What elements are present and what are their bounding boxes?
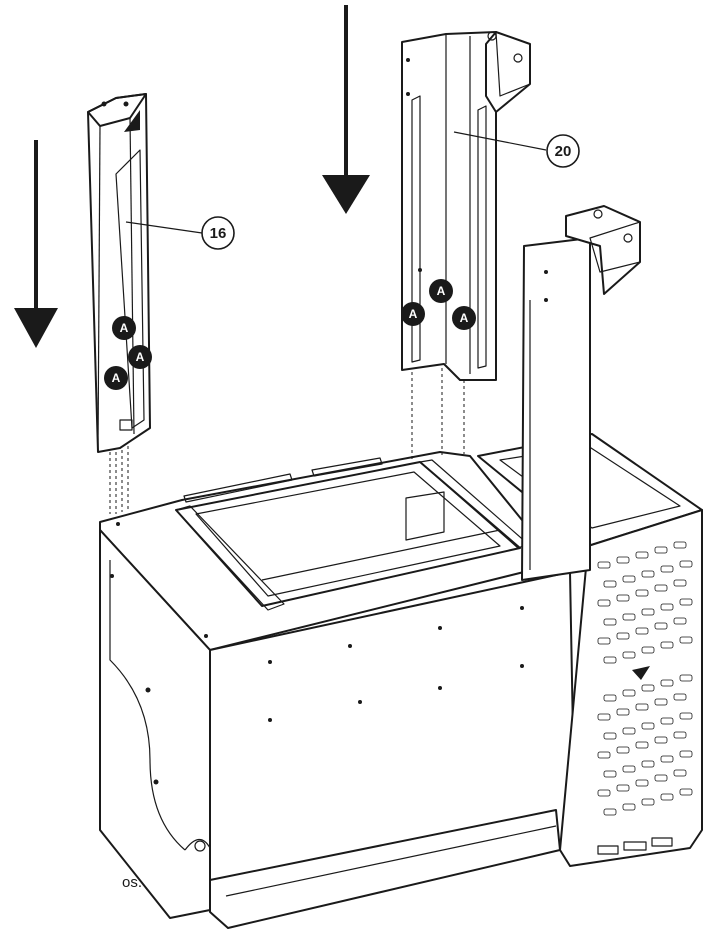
vent-slot	[622, 689, 636, 697]
vent-slot	[660, 793, 674, 801]
fastener-badge: A	[128, 345, 152, 369]
fastener-badge-label: A	[460, 311, 469, 325]
fastener-badge-label: A	[437, 284, 446, 298]
vent-slot	[641, 684, 655, 692]
vent-slot	[635, 551, 649, 559]
vent-slot	[673, 617, 687, 625]
down-arrow-middle-icon	[322, 5, 370, 214]
vent-slot	[603, 580, 617, 588]
vent-slot	[654, 736, 668, 744]
vent-slot	[635, 703, 649, 711]
vent-slot	[603, 618, 617, 626]
vent-slot	[622, 651, 636, 659]
vent-slot	[616, 556, 630, 564]
fastener-badge-label: A	[136, 350, 145, 364]
vent-slot	[654, 698, 668, 706]
down-arrow-left-icon	[14, 140, 58, 348]
vent-slot	[635, 589, 649, 597]
fastener-badge-label: A	[112, 371, 121, 385]
vent-slot	[622, 613, 636, 621]
alignment-guides	[109, 368, 465, 514]
vent-slot	[673, 769, 687, 777]
vent-slot	[679, 636, 693, 644]
vent-slot	[641, 646, 655, 654]
fastener-badge: A	[112, 316, 136, 340]
callout-16-leader	[125, 221, 203, 234]
vent-slot	[660, 755, 674, 763]
vent-slot	[616, 746, 630, 754]
vent-slot	[673, 541, 687, 549]
fastener-badge: A	[104, 366, 128, 390]
vent-slot	[603, 694, 617, 702]
vent-grille	[597, 541, 693, 816]
vent-slot	[603, 808, 617, 816]
brand-mark-icon	[632, 666, 650, 680]
fastener-badge-label: A	[409, 307, 418, 321]
vent-slot	[622, 765, 636, 773]
vent-slot	[654, 584, 668, 592]
part-16-upright	[87, 93, 151, 453]
vent-slot	[616, 594, 630, 602]
vent-slot	[603, 656, 617, 664]
vent-slot	[679, 560, 693, 568]
callout-20: 20	[546, 134, 580, 168]
vertical-panel-right	[521, 205, 641, 581]
callout-16-label: 16	[210, 225, 227, 242]
vent-slot	[616, 784, 630, 792]
base-cabinet	[99, 451, 576, 929]
vent-slot	[616, 632, 630, 640]
vent-slot	[679, 788, 693, 796]
fastener-badge: A	[429, 279, 453, 303]
vent-slot	[660, 641, 674, 649]
vent-slot	[622, 727, 636, 735]
vent-slot	[603, 732, 617, 740]
caption-fragment: os.	[122, 874, 143, 891]
vent-slot	[622, 575, 636, 583]
callout-20-leader	[453, 131, 547, 151]
part-20-upright	[401, 31, 531, 381]
vent-slot	[635, 779, 649, 787]
fastener-badge: A	[401, 302, 425, 326]
vent-slot	[641, 722, 655, 730]
vent-slot	[660, 679, 674, 687]
vent-slot	[660, 565, 674, 573]
vent-slot	[673, 693, 687, 701]
vent-slot	[597, 637, 611, 645]
vent-slot	[641, 608, 655, 616]
vent-slot	[660, 717, 674, 725]
vent-slot	[679, 750, 693, 758]
vent-slot	[660, 603, 674, 611]
vent-slot	[597, 713, 611, 721]
vent-slot	[622, 803, 636, 811]
vent-slot	[654, 774, 668, 782]
vent-slot	[673, 579, 687, 587]
vent-slot	[641, 798, 655, 806]
fastener-badge: A	[452, 306, 476, 330]
callout-16: 16	[201, 216, 235, 250]
vent-slot	[635, 627, 649, 635]
vent-slot	[679, 712, 693, 720]
vent-slot	[597, 751, 611, 759]
vent-slot	[654, 622, 668, 630]
vent-slot	[679, 598, 693, 606]
callout-20-label: 20	[555, 143, 572, 160]
vent-slot	[673, 731, 687, 739]
vent-slot	[679, 674, 693, 682]
vent-slot	[641, 570, 655, 578]
vent-slot	[641, 760, 655, 768]
vent-slot	[616, 708, 630, 716]
vent-slot	[635, 741, 649, 749]
vent-slot	[654, 546, 668, 554]
vent-slot	[597, 789, 611, 797]
fastener-badge-label: A	[120, 321, 129, 335]
vent-slot	[597, 599, 611, 607]
vent-slot	[603, 770, 617, 778]
vent-slot	[597, 561, 611, 569]
